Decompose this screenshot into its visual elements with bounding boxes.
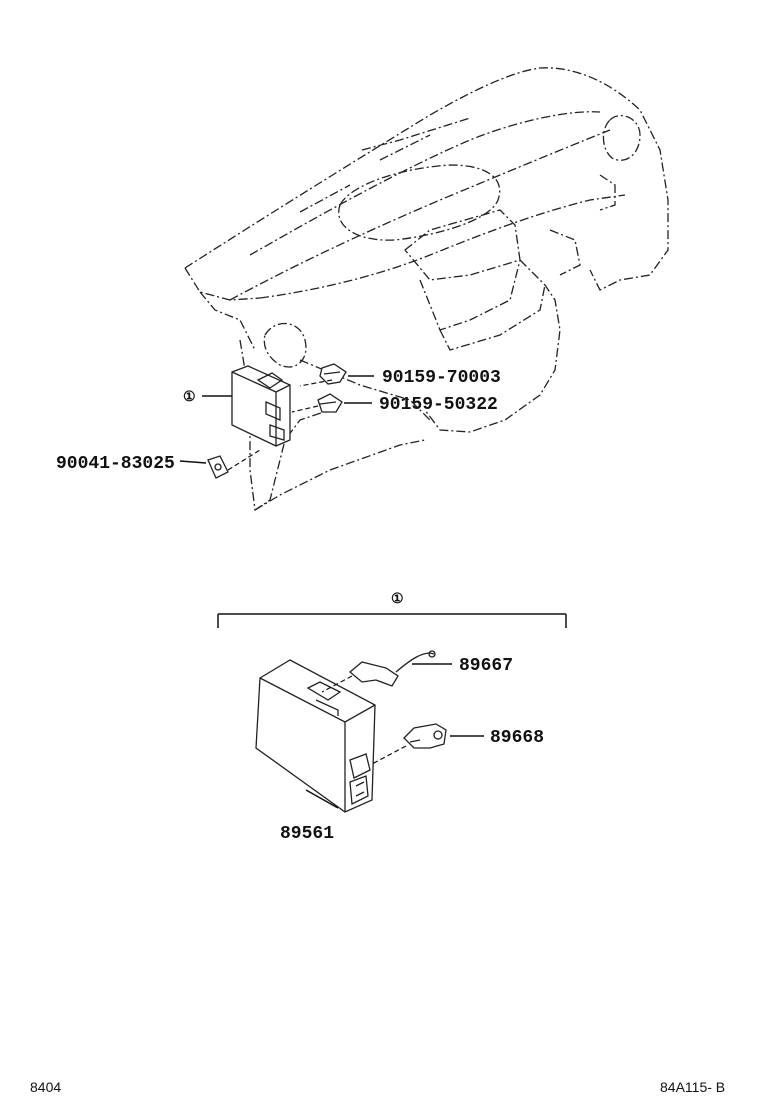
footer-left-code: 8404 bbox=[30, 1079, 61, 1095]
leader-dash-nut bbox=[227, 449, 261, 471]
label-90159-70003: 90159-70003 bbox=[382, 368, 501, 388]
leader-dash-upper bbox=[299, 379, 333, 387]
leader-dash-89668 bbox=[371, 745, 407, 765]
assembly-bracket-line bbox=[217, 613, 567, 628]
bracket-89667-icon bbox=[348, 650, 436, 687]
bolt-upper-icon bbox=[319, 363, 347, 385]
label-89561: 89561 bbox=[280, 824, 334, 844]
leader-dash-lower bbox=[291, 405, 319, 413]
ecu-module-installed bbox=[231, 365, 291, 447]
dashboard-outline bbox=[184, 67, 669, 512]
ref-mark-top: ① bbox=[183, 390, 196, 406]
footer-right-code: 84A115- B bbox=[660, 1079, 725, 1095]
label-90159-50322: 90159-50322 bbox=[379, 395, 498, 415]
leader-89561 bbox=[305, 789, 339, 809]
label-90041-83025: 90041-83025 bbox=[56, 454, 175, 474]
label-89667: 89667 bbox=[459, 656, 513, 676]
ref-mark-bottom: ① bbox=[391, 592, 404, 608]
bracket-89668-icon bbox=[403, 723, 447, 749]
label-89668: 89668 bbox=[490, 728, 544, 748]
ecu-module bbox=[255, 659, 376, 813]
leader-dash-89667 bbox=[321, 675, 353, 693]
bolt-lower-icon bbox=[317, 393, 343, 413]
leader-90041-83025 bbox=[179, 460, 207, 464]
nut-icon bbox=[207, 455, 229, 479]
